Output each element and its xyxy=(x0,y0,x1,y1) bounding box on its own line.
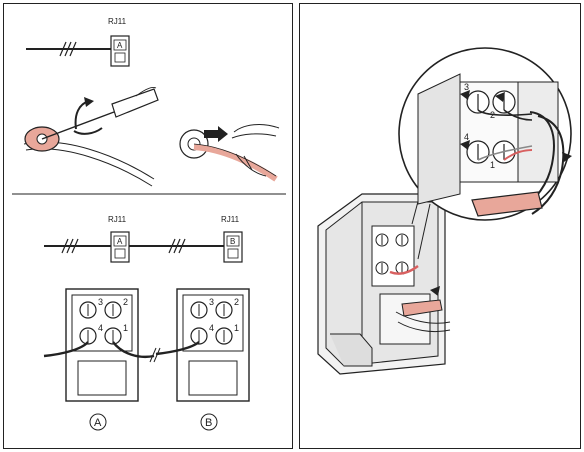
zoom-terminal-number-1: 1 xyxy=(490,160,495,170)
hand-icon xyxy=(233,124,280,133)
single-socket-diagram: RJ11 A xyxy=(26,17,130,67)
terminal-number-2: 2 xyxy=(123,297,128,307)
terminal-number-3: 3 xyxy=(98,297,103,307)
socket-icon-a: A xyxy=(110,231,130,263)
push-arrow-icon xyxy=(204,126,228,142)
release-tab-pink-zoom xyxy=(471,191,543,217)
socket-detail-illustration: 3 2 4 1 xyxy=(317,47,572,375)
terminal-b-number-4: 4 xyxy=(209,323,214,333)
socket-b-letter: B xyxy=(230,237,235,246)
socket-b-type-label: RJ11 xyxy=(221,215,240,224)
socket-type-label: RJ11 xyxy=(108,17,127,26)
terminal-screw-1 xyxy=(104,327,122,345)
hand-icon xyxy=(395,311,451,324)
release-tab-pink xyxy=(401,299,443,317)
cable-pink xyxy=(193,144,278,182)
push-arrow-icon xyxy=(430,286,440,296)
terminal-number-1: 1 xyxy=(123,323,128,333)
terminal-screw-3 xyxy=(79,301,97,319)
insert-cable-step-illustration xyxy=(179,124,280,182)
zoom-terminal-number-4: 4 xyxy=(464,132,469,142)
wiring-cables xyxy=(43,341,200,363)
installation-steps-panel: RJ11 A xyxy=(3,3,293,449)
terminal-block-a: 3 2 4 1 xyxy=(65,288,139,402)
cable-break-mark xyxy=(59,41,77,57)
detail-view-panel: 3 2 4 1 xyxy=(299,3,581,449)
socket-a-type-label: RJ11 xyxy=(108,215,127,224)
wall-socket-body xyxy=(317,193,451,375)
steps-illustration: RJ11 A xyxy=(12,17,286,431)
circle-label-a: A xyxy=(89,413,107,431)
chained-sockets-diagram: RJ11 A RJ11 B xyxy=(44,215,243,263)
terminal-screw-3-zoom xyxy=(466,90,490,114)
socket-letter: A xyxy=(117,41,123,50)
svg-text:A: A xyxy=(94,417,102,429)
magnified-detail-circle: 3 2 4 1 xyxy=(398,47,572,221)
socket-icon-a: A xyxy=(110,35,130,67)
terminal-screw-4 xyxy=(79,327,97,345)
circle-label-b: B xyxy=(200,413,218,431)
terminal-screw-2 xyxy=(104,301,122,319)
terminal-block-b: 3 2 4 1 xyxy=(176,288,250,402)
terminal-b-number-1: 1 xyxy=(234,323,239,333)
screwdriver-icon xyxy=(41,111,115,140)
socket-icon-b: B xyxy=(223,231,243,263)
terminal-number-4: 4 xyxy=(98,323,103,333)
terminal-b-number-3: 3 xyxy=(209,297,214,307)
socket-a-letter: A xyxy=(117,237,123,246)
zoom-terminal-number-3: 3 xyxy=(464,82,469,92)
svg-text:B: B xyxy=(205,417,212,429)
terminal-block-small xyxy=(371,225,415,287)
screwdriver-step-illustration xyxy=(23,87,159,187)
terminal-b-number-2: 2 xyxy=(234,297,239,307)
